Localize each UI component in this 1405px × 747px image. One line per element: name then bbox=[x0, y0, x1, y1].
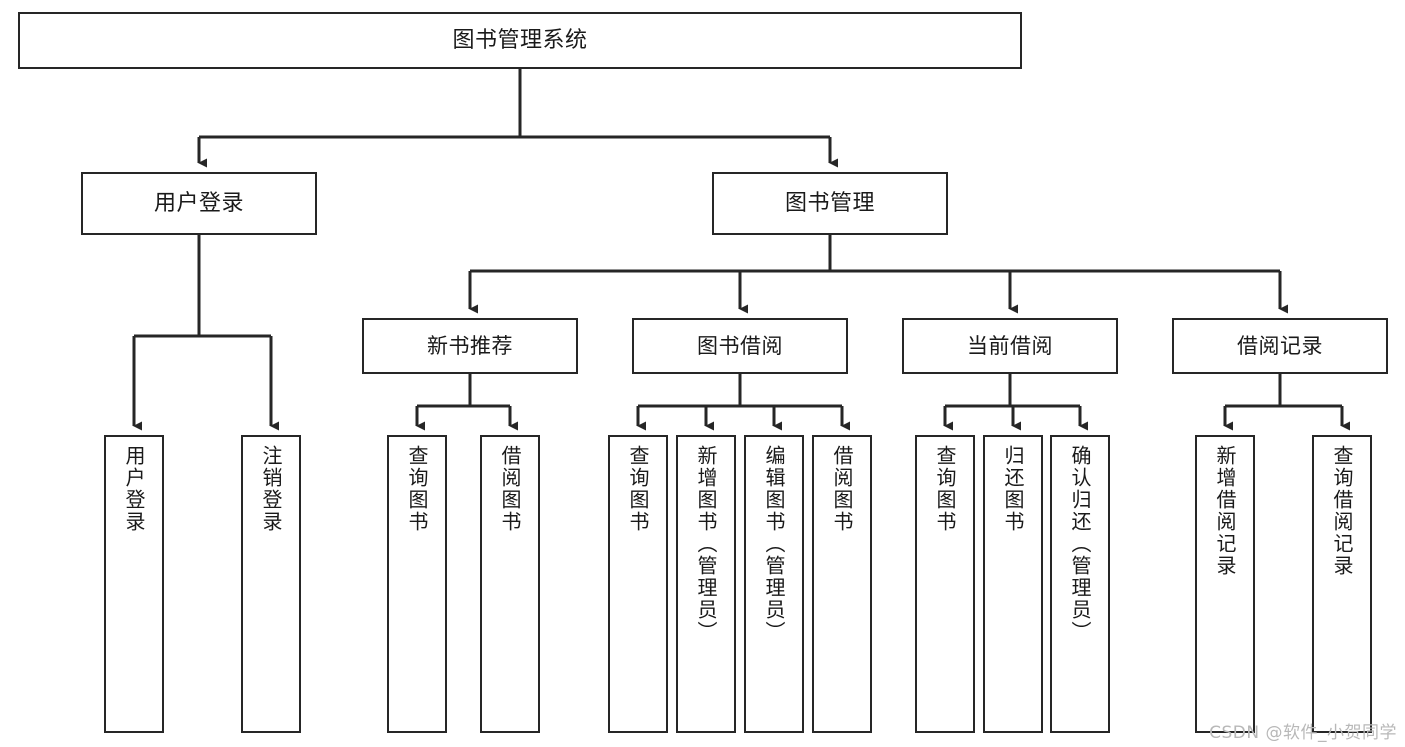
node-user-login[interactable]: 用户登录 bbox=[81, 172, 317, 235]
node-leaf-query-record[interactable]: 查询借阅记录 bbox=[1312, 435, 1372, 733]
watermark-text: CSDN @软件_小贺同学 bbox=[1209, 723, 1397, 743]
node-leaf-confirm-return[interactable]: 确认归还（管理员） bbox=[1050, 435, 1110, 733]
node-leaf-add-record[interactable]: 新增借阅记录 bbox=[1195, 435, 1255, 733]
node-label: 编辑图书（管理员） bbox=[762, 445, 786, 643]
node-label: 用户登录 bbox=[153, 190, 244, 216]
node-leaf-borrow-book-2[interactable]: 借阅图书 bbox=[812, 435, 872, 733]
node-label: 新增借阅记录 bbox=[1213, 445, 1237, 577]
node-label: 注销登录 bbox=[259, 445, 283, 533]
node-new-book-rec[interactable]: 新书推荐 bbox=[362, 318, 578, 374]
node-leaf-borrow-book-1[interactable]: 借阅图书 bbox=[480, 435, 540, 733]
node-label: 确认归还（管理员） bbox=[1068, 445, 1092, 643]
node-leaf-query-book-1[interactable]: 查询图书 bbox=[387, 435, 447, 733]
node-label: 归还图书 bbox=[1001, 445, 1025, 533]
node-label: 查询图书 bbox=[933, 445, 957, 533]
node-label: 查询借阅记录 bbox=[1330, 445, 1354, 577]
node-leaf-logout[interactable]: 注销登录 bbox=[241, 435, 301, 733]
node-leaf-edit-book[interactable]: 编辑图书（管理员） bbox=[744, 435, 804, 733]
node-leaf-query-book-2[interactable]: 查询图书 bbox=[608, 435, 668, 733]
node-label: 借阅记录 bbox=[1237, 333, 1323, 358]
node-label: 借阅图书 bbox=[498, 445, 522, 533]
node-label: 图书借阅 bbox=[697, 333, 783, 358]
node-label: 新书推荐 bbox=[427, 333, 513, 358]
node-label: 查询图书 bbox=[626, 445, 650, 533]
node-label: 借阅图书 bbox=[830, 445, 854, 533]
node-root-system[interactable]: 图书管理系统 bbox=[18, 12, 1022, 69]
node-book-borrow[interactable]: 图书借阅 bbox=[632, 318, 848, 374]
node-label: 用户登录 bbox=[122, 445, 146, 533]
node-label: 新增图书（管理员） bbox=[694, 445, 718, 643]
node-borrow-record[interactable]: 借阅记录 bbox=[1172, 318, 1388, 374]
node-current-borrow[interactable]: 当前借阅 bbox=[902, 318, 1118, 374]
node-leaf-add-book[interactable]: 新增图书（管理员） bbox=[676, 435, 736, 733]
node-label: 图书管理 bbox=[784, 190, 875, 216]
node-leaf-query-book-3[interactable]: 查询图书 bbox=[915, 435, 975, 733]
node-book-manage[interactable]: 图书管理 bbox=[712, 172, 948, 235]
node-leaf-user-login[interactable]: 用户登录 bbox=[104, 435, 164, 733]
node-label: 查询图书 bbox=[405, 445, 429, 533]
node-label: 图书管理系统 bbox=[452, 27, 588, 53]
node-label: 当前借阅 bbox=[967, 333, 1053, 358]
node-leaf-return-book[interactable]: 归还图书 bbox=[983, 435, 1043, 733]
